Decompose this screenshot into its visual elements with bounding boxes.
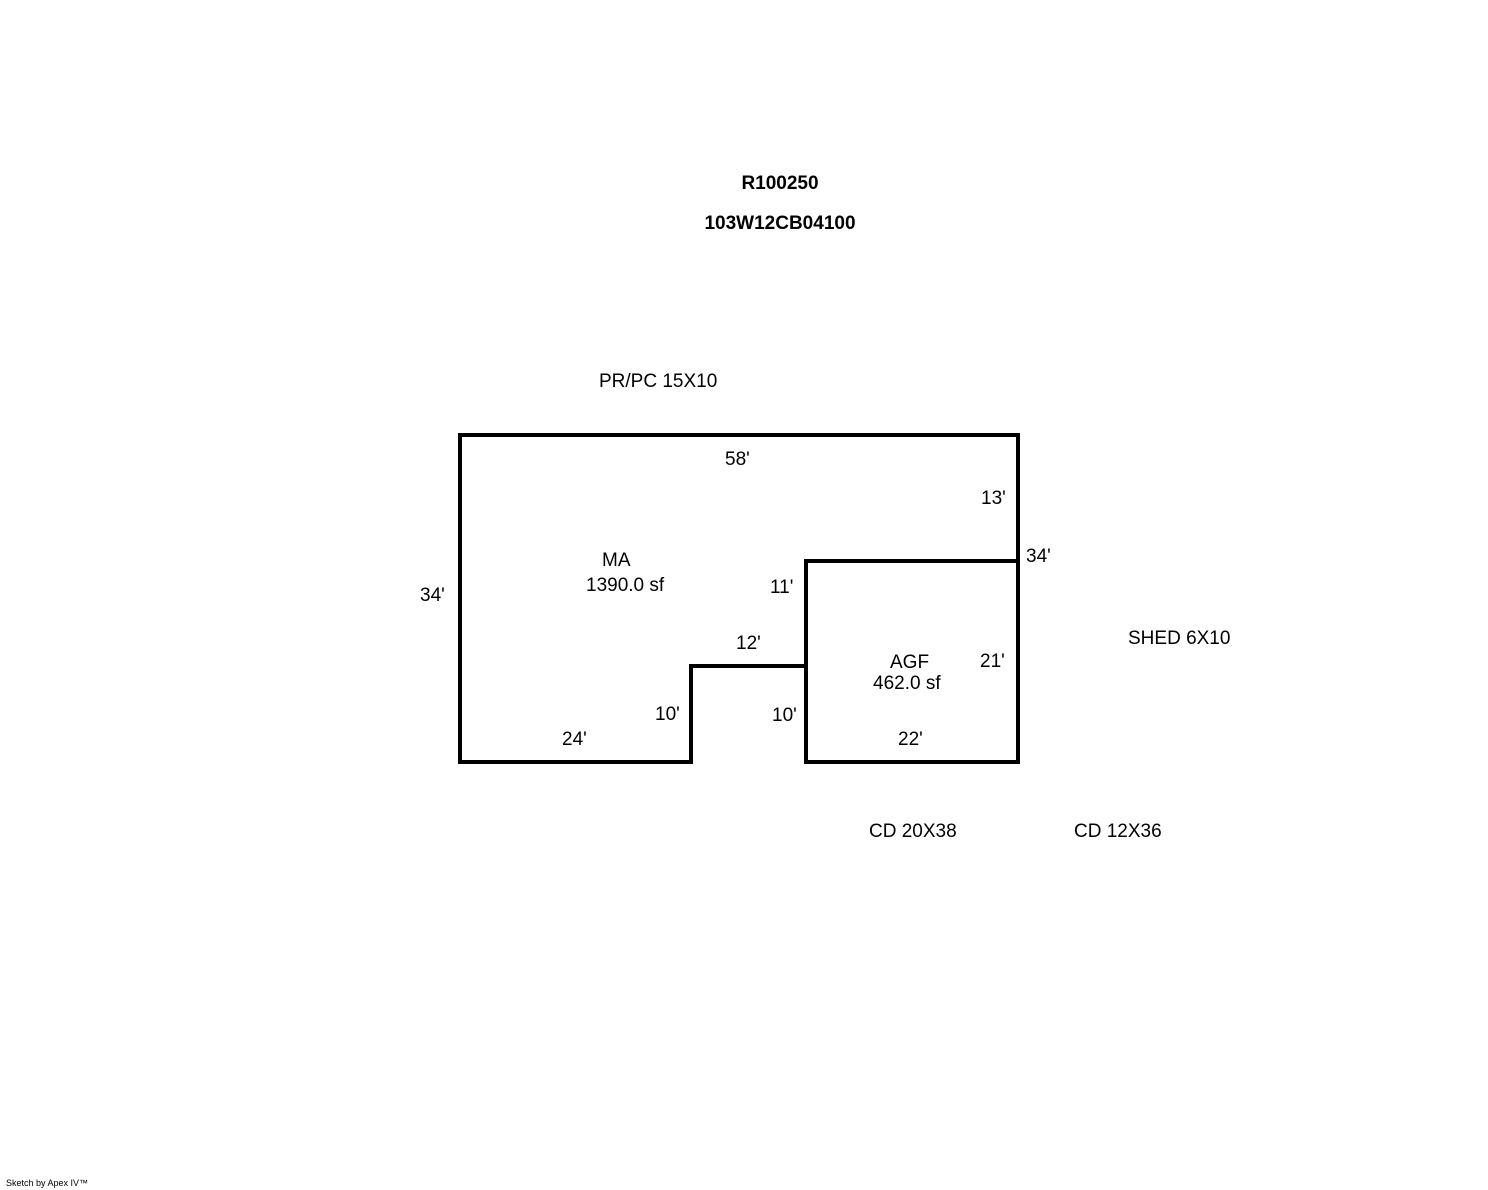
dimension-notch-top: 12': [736, 633, 761, 654]
dimension-ma-left: 34': [420, 585, 445, 606]
dimension-agf-right: 21': [980, 651, 1005, 672]
account-id: R100250: [741, 173, 819, 194]
porch-label: PR/PC 15X10: [599, 371, 717, 392]
main-area-size: 1390.0 sf: [586, 575, 665, 596]
main-area-code: MA: [602, 550, 631, 571]
dimension-right-upper: 13': [981, 488, 1006, 509]
dimension-ma-top: 58': [725, 449, 750, 470]
deck-label-2: CD 12X36: [1074, 821, 1162, 842]
main-area-outline: [458, 433, 1020, 764]
garage-area-outline: [804, 559, 1018, 666]
dimension-ma-bottom: 24': [562, 729, 587, 750]
shed-label: SHED 6X10: [1128, 628, 1230, 649]
dimension-notch-right: 10': [772, 705, 797, 726]
dimension-agf-top-left: 11': [770, 577, 793, 598]
parcel-number: 103W12CB04100: [704, 213, 856, 234]
deck-label-1: CD 20X38: [869, 821, 957, 842]
garage-area-code: AGF: [890, 652, 929, 673]
dimension-agf-bottom: 22': [898, 729, 923, 750]
garage-area-size: 462.0 sf: [873, 673, 941, 694]
sketch-credit: Sketch by Apex IV™: [6, 1178, 89, 1188]
dimension-right-total: 34': [1026, 546, 1051, 567]
dimension-notch-left: 10': [655, 704, 680, 725]
